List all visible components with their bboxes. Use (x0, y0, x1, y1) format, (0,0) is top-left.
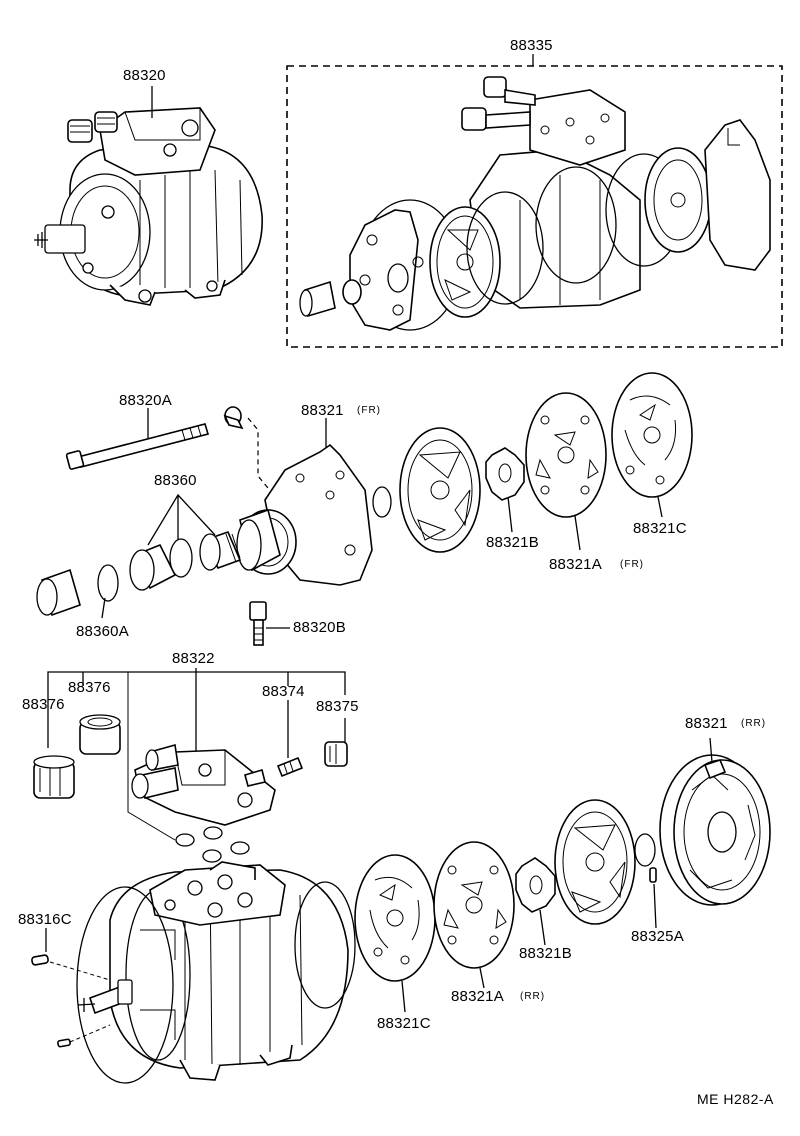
label-88321A-rr-note: (RR) (520, 991, 546, 1002)
label-88321B-fr: 88321B (486, 534, 539, 551)
o-ring-large-rear (294, 881, 356, 1009)
label-88376-a: 88376 (68, 679, 111, 696)
o-ring-rr (634, 833, 656, 867)
manifold-head-88322 (131, 743, 276, 826)
valve-88321C-rr (354, 854, 436, 982)
reed-88321B-rr (515, 857, 556, 913)
bolt-88320B (249, 601, 267, 646)
valve-88321C-fr (611, 372, 693, 498)
label-88316C: 88316C (18, 911, 72, 928)
pin-88316C (31, 954, 49, 966)
label-88335: 88335 (510, 37, 553, 54)
front-housing-88321-fr (236, 443, 373, 586)
label-88321B-rr: 88321B (519, 945, 572, 962)
rear-housing-88321-rr (659, 754, 771, 906)
label-88322: 88322 (172, 650, 215, 667)
label-88375: 88375 (316, 698, 359, 715)
label-88321-rr: 88321 (685, 715, 728, 732)
label-88321-fr-note: (FR) (357, 405, 381, 416)
label-88360A: 88360A (76, 623, 129, 640)
label-88360: 88360 (154, 472, 197, 489)
o-ring-large-front (76, 886, 174, 1084)
label-88325A: 88325A (631, 928, 684, 945)
o-rings-small (175, 826, 250, 863)
label-88321-rr-note: (RR) (741, 718, 767, 729)
fitting-88376-large (33, 755, 75, 799)
label-88321A-fr-note: (FR) (620, 559, 644, 570)
label-88321C-rr: 88321C (377, 1015, 431, 1032)
fitting-88376-small (79, 714, 121, 755)
compressor-body-lower (109, 861, 349, 1081)
pin-cylinder (223, 406, 244, 430)
shaft-lower (77, 979, 133, 1015)
label-88321-fr: 88321 (301, 402, 344, 419)
gasket-fr (399, 427, 481, 553)
label-88320A: 88320A (119, 392, 172, 409)
cap-88375 (324, 741, 348, 767)
valve-88374 (276, 756, 304, 778)
label-88321A-fr: 88321A (549, 556, 602, 573)
gasket-rr (554, 799, 636, 925)
label-88376-b: 88376 (22, 696, 65, 713)
pin-88316C-lower (57, 1038, 71, 1048)
valve-plate-88321A-fr (525, 392, 607, 518)
pin-88325A (649, 867, 657, 883)
diagram-reference-code: ME H282-A (697, 1091, 774, 1107)
label-88320B: 88320B (293, 619, 346, 636)
compressor-assembly-88320 (34, 107, 263, 306)
label-88320: 88320 (123, 67, 166, 84)
valve-plate-88321A-rr (433, 841, 515, 969)
spacer-88360A (36, 564, 119, 617)
label-88321A-rr: 88321A (451, 988, 504, 1005)
seal-parts-88360 (129, 530, 242, 591)
o-ring-fr (372, 486, 392, 518)
through-bolt-88320A (65, 423, 210, 470)
parts-set-box-88335 (286, 65, 783, 348)
parts-set-88335-exploded (299, 76, 771, 331)
label-88374: 88374 (262, 683, 305, 700)
reed-88321B-fr (485, 447, 525, 501)
label-88321C-fr: 88321C (633, 520, 687, 537)
